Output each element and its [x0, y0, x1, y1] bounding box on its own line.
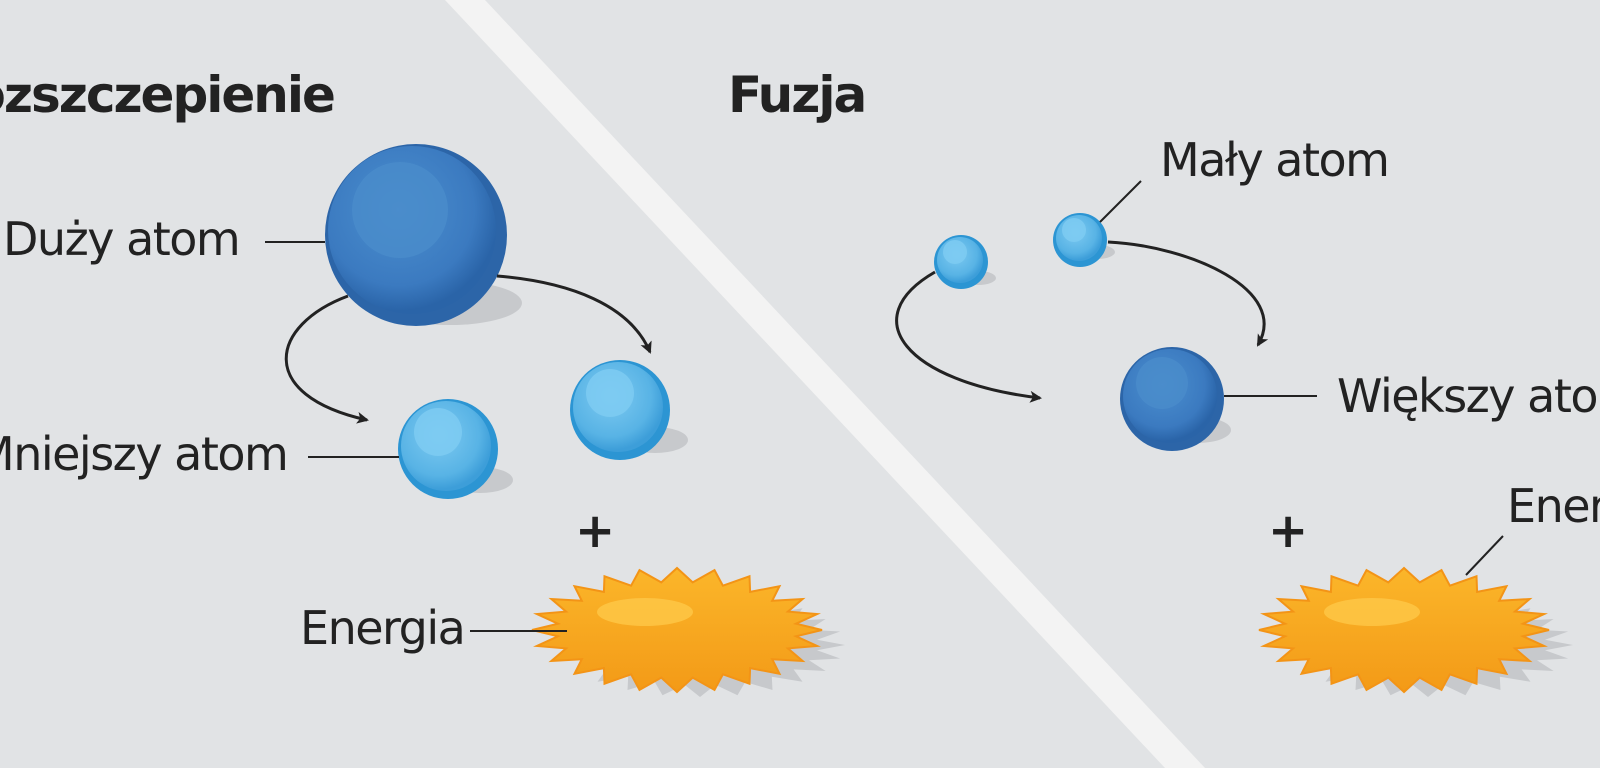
large-atom [325, 144, 507, 326]
fission-plus: + [575, 503, 615, 559]
small-atom-leader [1099, 180, 1142, 223]
fission-energy-highlight [597, 598, 693, 626]
fusion-energy-label: Energia [1507, 479, 1600, 533]
fusion-energy-leader [1465, 535, 1504, 576]
fission-energy-label: Energia [300, 601, 464, 655]
fusion-energy-highlight [1324, 598, 1420, 626]
larger-atom [1120, 347, 1224, 451]
fusion-plus: + [1268, 503, 1308, 559]
smaller-atom-left [398, 399, 498, 499]
small-atom-label: Mały atom [1160, 133, 1388, 187]
fusion-arrow-left [895, 270, 1042, 403]
larger-atom-label: Większy atom [1337, 369, 1600, 423]
small-atom-left [934, 235, 988, 289]
large-atom-label: Duży atom [3, 212, 239, 266]
fission-title: Rozszczepienie [0, 66, 334, 124]
fusion-title: Fuzja [728, 66, 865, 124]
fusion-energy-burst [1258, 566, 1550, 694]
small-atom-right [1053, 213, 1107, 267]
divider-stripe [445, 0, 1205, 768]
fission-arrow-left [284, 294, 369, 424]
smaller-atom-right [570, 360, 670, 460]
fission-arrow-right [496, 274, 652, 354]
smaller-atom-label: Mniejszy atom [0, 427, 287, 481]
fission-energy-burst [531, 566, 823, 694]
fusion-arrow-right [1107, 240, 1269, 347]
